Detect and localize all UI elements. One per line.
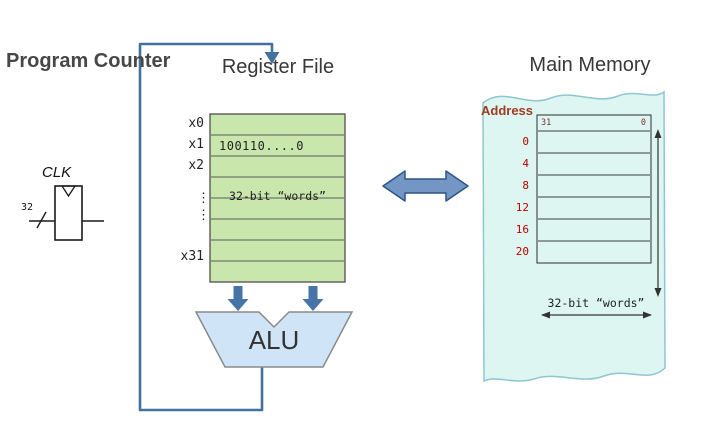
program-counter-label: Program Counter xyxy=(6,50,171,72)
clk-label: CLK xyxy=(42,164,72,181)
memory-table xyxy=(536,114,652,264)
memory-blob xyxy=(482,90,666,383)
register-file-table xyxy=(209,113,346,283)
address-12: 12 xyxy=(515,201,529,214)
pc-register-symbol xyxy=(29,185,104,241)
address-0: 0 xyxy=(522,135,529,148)
down-arrow-right xyxy=(302,286,324,311)
register-label-x0: x0 xyxy=(188,116,204,131)
main-memory-title: Main Memory xyxy=(529,54,651,76)
address-4: 4 xyxy=(522,157,529,170)
register-label-x1: x1 xyxy=(188,137,204,152)
address-column-label: Address xyxy=(481,103,534,118)
bus-width-label: 32 xyxy=(21,202,34,213)
loop-arrow xyxy=(138,42,280,412)
register-label-x31: x31 xyxy=(180,249,204,264)
register-word-size-label: 32-bit “words” xyxy=(229,189,326,203)
address-20: 20 xyxy=(515,245,529,258)
register-x1-value: 100110....0 xyxy=(219,139,304,153)
memory-word-size-label: 32-bit “words” xyxy=(547,296,645,310)
bus-double-arrow xyxy=(382,170,469,202)
down-arrow-left xyxy=(227,286,249,311)
address-8: 8 xyxy=(522,179,529,192)
register-file-title: Register File xyxy=(221,56,335,78)
bit-index-31: 31 xyxy=(541,118,552,128)
register-ellipsis-2: ⋮ xyxy=(197,208,210,223)
address-16: 16 xyxy=(515,223,529,236)
memory-vertical-arrow xyxy=(654,129,662,297)
alu-label: ALU xyxy=(248,325,300,355)
memory-word-width-arrow xyxy=(541,311,652,319)
register-label-x2: x2 xyxy=(188,158,204,173)
bit-index-0: 0 xyxy=(640,118,646,128)
register-ellipsis-1: ⋮ xyxy=(197,191,210,206)
alu-shape xyxy=(194,311,354,368)
